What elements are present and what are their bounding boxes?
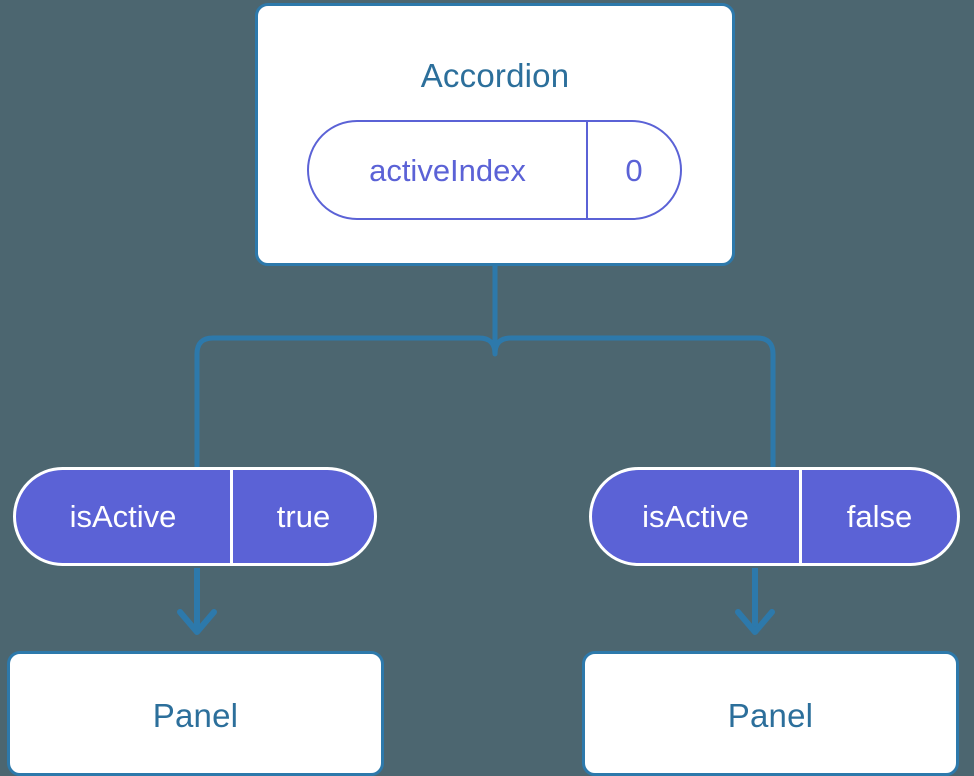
component-card-panel-left[interactable]: Panel [7, 651, 384, 776]
prop-pill-isactive-true[interactable]: isActive true [13, 467, 377, 566]
component-title-panel-left: Panel [152, 697, 239, 734]
prop-pill-value-right: false [846, 499, 913, 534]
prop-pill-key-left: isActive [16, 470, 233, 563]
prop-pill-isactive-false[interactable]: isActive false [589, 467, 960, 566]
state-pill-value: 0 [625, 152, 643, 188]
component-card-panel-right[interactable]: Panel [582, 651, 959, 776]
prop-pill-key-right: isActive [592, 470, 802, 563]
component-title-panel-right: Panel [727, 697, 814, 734]
arrow-right-pill-to-panel [735, 568, 775, 635]
arrow-left-pill-to-panel [177, 568, 217, 635]
state-pill-key: activeIndex [309, 122, 588, 218]
state-pill-activeindex[interactable]: activeIndex 0 [307, 120, 682, 220]
component-title-accordion: Accordion [420, 57, 570, 94]
prop-pill-value-left: true [276, 499, 331, 534]
connector-root-split [194, 263, 776, 471]
